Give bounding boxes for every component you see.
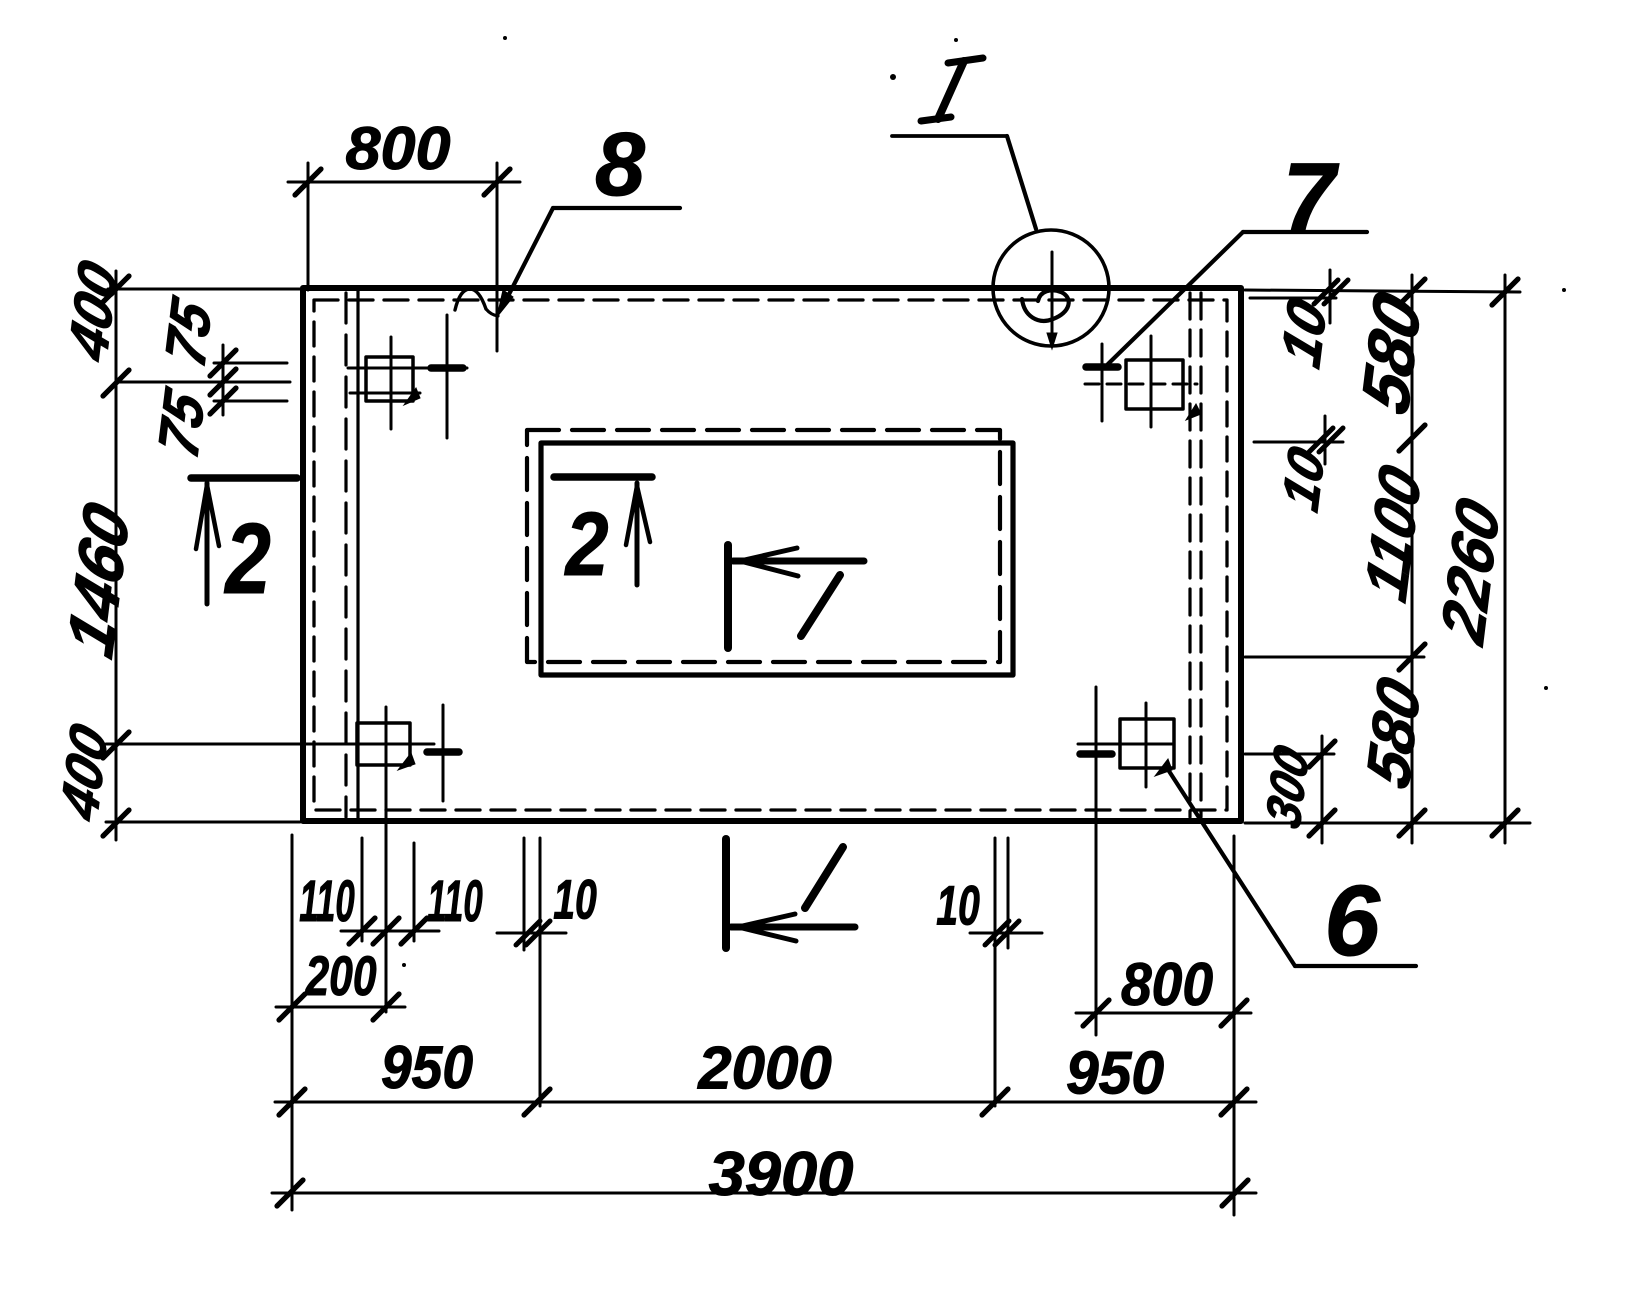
svg-text:75: 75 [154,290,224,376]
svg-text:6: 6 [1324,865,1381,977]
svg-text:2000: 2000 [697,1035,831,1102]
svg-text:1460: 1460 [55,494,144,667]
svg-text:580: 580 [1347,283,1435,424]
svg-text:950: 950 [1066,1039,1164,1107]
svg-text:400: 400 [58,253,129,370]
svg-text:2: 2 [223,503,270,615]
svg-text:3900: 3900 [709,1139,854,1208]
svg-text:200: 200 [305,944,377,1007]
svg-text:2260: 2260 [1429,490,1512,653]
svg-text:1100: 1100 [1353,457,1433,610]
svg-text:7: 7 [1283,142,1340,254]
svg-text:800: 800 [1121,952,1213,1019]
svg-text:75: 75 [147,381,217,467]
svg-text:400: 400 [49,716,119,829]
svg-text:8: 8 [595,115,645,215]
svg-text:110: 110 [299,870,355,934]
svg-text:10: 10 [553,869,597,932]
svg-text:10: 10 [936,875,980,938]
svg-text:580: 580 [1355,669,1434,797]
svg-text:950: 950 [381,1035,473,1102]
svg-text:2: 2 [564,494,609,595]
svg-text:110: 110 [427,870,483,934]
svg-text:800: 800 [345,115,450,182]
